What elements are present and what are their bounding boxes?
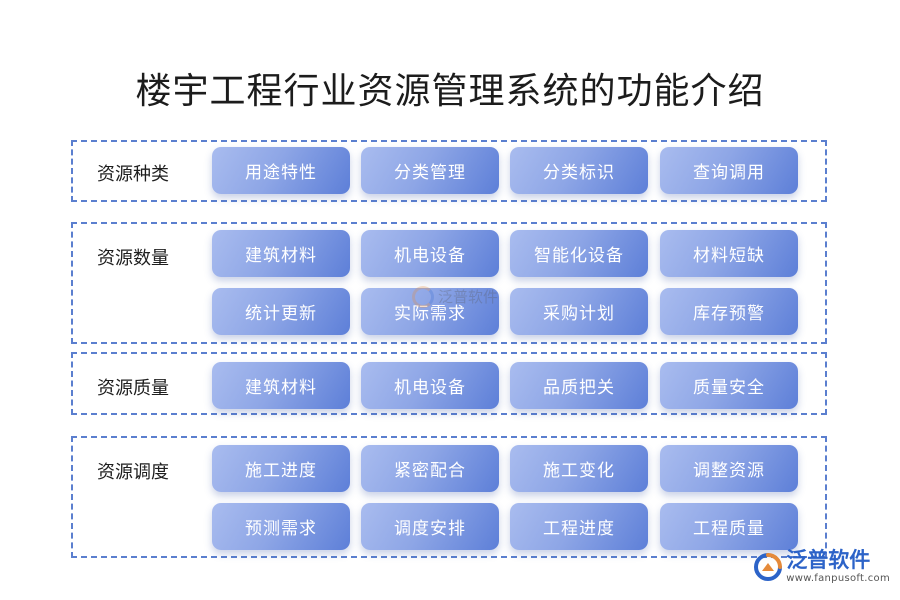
item-button[interactable]: 调整资源	[660, 445, 798, 492]
item-button[interactable]: 建筑材料	[212, 362, 350, 409]
item-button[interactable]: 质量安全	[660, 362, 798, 409]
brand-logo: 泛普软件 www.fanpusoft.com	[753, 550, 890, 584]
item-button[interactable]: 材料短缺	[660, 230, 798, 277]
brand-logo-name: 泛普软件	[786, 548, 871, 572]
section-resource-quantity: 资源数量 建筑材料 机电设备 智能化设备 材料短缺 统计更新 实际需求 采购计划…	[71, 222, 827, 344]
item-button[interactable]: 分类标识	[510, 147, 648, 194]
item-button[interactable]: 施工进度	[212, 445, 350, 492]
item-button[interactable]: 机电设备	[361, 362, 499, 409]
item-button[interactable]: 施工变化	[510, 445, 648, 492]
watermark: 泛普软件	[412, 286, 498, 308]
item-button[interactable]: 采购计划	[510, 288, 648, 335]
item-button[interactable]: 机电设备	[361, 230, 499, 277]
item-button[interactable]: 统计更新	[212, 288, 350, 335]
item-button[interactable]: 调度安排	[361, 503, 499, 550]
section-resource-scheduling: 资源调度 施工进度 紧密配合 施工变化 调整资源 预测需求 调度安排 工程进度 …	[71, 436, 827, 558]
brand-logo-icon	[754, 553, 783, 581]
item-button[interactable]: 紧密配合	[361, 445, 499, 492]
page-title: 楼宇工程行业资源管理系统的功能介绍	[135, 71, 765, 112]
item-button[interactable]: 库存预警	[660, 288, 798, 335]
watermark-text: 泛普软件	[438, 287, 499, 306]
item-button[interactable]: 分类管理	[361, 147, 499, 194]
item-button[interactable]: 用途特性	[212, 147, 350, 194]
item-button[interactable]: 工程进度	[510, 503, 648, 550]
section-label: 资源数量	[97, 248, 169, 269]
item-button[interactable]: 预测需求	[212, 503, 350, 550]
item-button[interactable]: 建筑材料	[212, 230, 350, 277]
item-button[interactable]: 查询调用	[660, 147, 798, 194]
item-button[interactable]: 智能化设备	[510, 230, 648, 277]
section-label: 资源质量	[97, 378, 169, 399]
watermark-logo-icon	[412, 286, 434, 308]
section-label: 资源种类	[97, 164, 169, 185]
item-button[interactable]: 工程质量	[660, 503, 798, 550]
brand-logo-url: www.fanpusoft.com	[786, 573, 890, 584]
section-resource-type: 资源种类 用途特性 分类管理 分类标识 查询调用	[71, 140, 827, 202]
section-label: 资源调度	[97, 462, 169, 483]
item-button[interactable]: 品质把关	[510, 362, 648, 409]
section-resource-quality: 资源质量 建筑材料 机电设备 品质把关 质量安全	[71, 352, 827, 415]
